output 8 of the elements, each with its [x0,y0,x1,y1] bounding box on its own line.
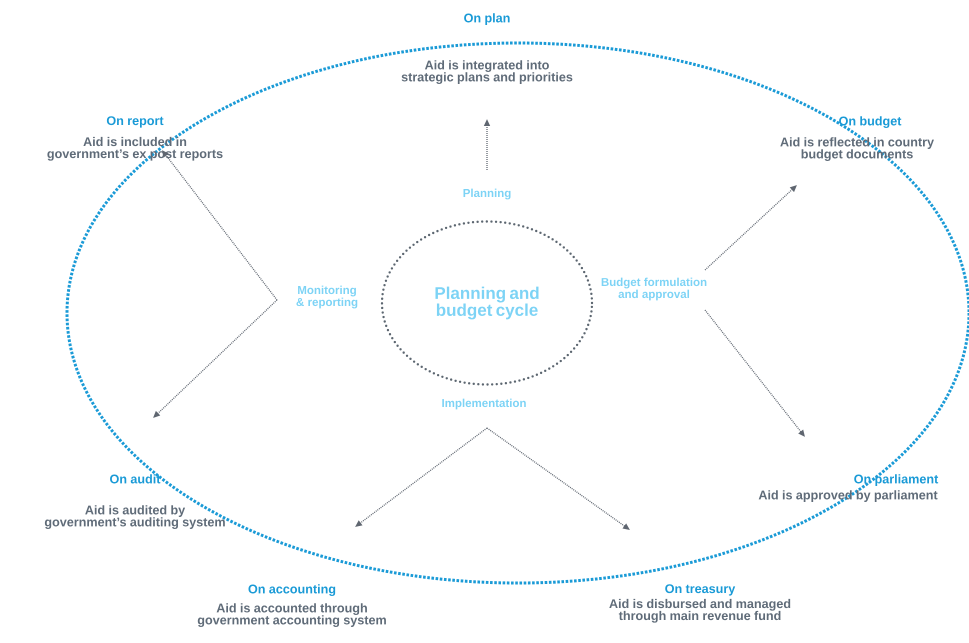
stage-label: Monitoring & reporting [296,286,358,308]
outcome-label: On audit Aid is audited by government’s auditing system [44,474,225,529]
stage-label: Implementation [442,398,526,410]
outcome-label: On treasury Aid is disbursed and managed through main revenue fund [609,584,790,623]
outcome-label: On accounting Aid is accounted through government accounting system [198,584,386,627]
stage-label: Planning [464,188,511,200]
stage-label: Budget formulation and approval [602,278,706,300]
outcome-label: On plan Aid is integrated into strategic plans and priorities [402,13,572,84]
